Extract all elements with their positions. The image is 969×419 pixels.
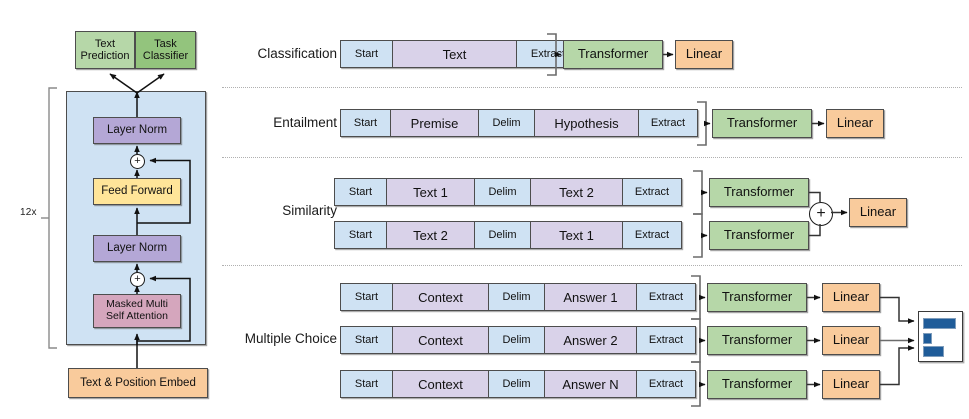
feed-forward-label: Feed Forward: [101, 185, 173, 198]
task-classifier-head: Task Classifier: [135, 31, 196, 69]
linear-entailment: Linear: [826, 109, 884, 138]
token-extract: Extract: [637, 327, 695, 353]
token-start: Start: [335, 179, 387, 205]
token-delim: Delim: [475, 179, 531, 205]
task-label-multiple-choice: Multiple Choice: [244, 331, 337, 346]
masked-self-attn-label: Masked Multi Self Attention: [106, 298, 168, 322]
text-prediction-head: Text Prediction: [75, 31, 135, 69]
linear-mc-1: Linear: [822, 283, 880, 312]
token-start: Start: [341, 327, 393, 353]
token-answer-1: Answer 1: [545, 284, 637, 310]
mc-score-bar-3: [923, 346, 944, 357]
linear-label: Linear: [859, 204, 897, 220]
text-position-embed: Text & Position Embed: [68, 368, 208, 398]
linear-label: Linear: [832, 376, 870, 392]
transformer-label: Transformer: [721, 289, 793, 305]
transformer-label: Transformer: [723, 227, 795, 243]
transformer-label: Transformer: [726, 115, 798, 131]
token-delim: Delim: [489, 284, 545, 310]
residual-plus-symbol-top: +: [134, 155, 141, 167]
token-premise: Premise: [391, 110, 479, 136]
token-extract: Extract: [639, 110, 697, 136]
token-context: Context: [393, 284, 489, 310]
task-label-entailment: Entailment: [273, 115, 337, 130]
token-start: Start: [335, 222, 387, 248]
residual-add-top: +: [130, 154, 145, 169]
transformer-label: Transformer: [721, 332, 793, 348]
transformer-mc-2: Transformer: [707, 326, 807, 355]
repeat-count-label: 12x: [20, 207, 37, 218]
token-start: Start: [341, 110, 391, 136]
transformer-similarity-1: Transformer: [709, 178, 809, 207]
mc-output-score-chart: [918, 311, 963, 362]
linear-label: Linear: [836, 115, 874, 131]
token-text-1: Text 1: [387, 179, 475, 205]
transformer-label: Transformer: [721, 376, 793, 392]
mc-score-bar-2: [923, 333, 932, 344]
linear-mc-3: Linear: [822, 370, 880, 399]
token-hypothesis: Hypothesis: [535, 110, 639, 136]
layer-norm-bottom-label: Layer Norm: [106, 242, 168, 255]
text-position-embed-label: Text & Position Embed: [80, 376, 196, 389]
linear-mc-2: Linear: [822, 326, 880, 355]
linear-label: Linear: [832, 332, 870, 348]
task-label-classification: Classification: [257, 46, 337, 61]
separator-2: [222, 157, 962, 158]
token-delim: Delim: [475, 222, 531, 248]
residual-add-bottom: +: [130, 272, 145, 287]
separator-3: [222, 265, 962, 266]
layer-norm-bottom: Layer Norm: [93, 235, 181, 262]
text-prediction-label: Text Prediction: [80, 37, 130, 62]
token-delim: Delim: [489, 371, 545, 397]
transformer-mc-1: Transformer: [707, 283, 807, 312]
token-text-2: Text 2: [531, 179, 623, 205]
token-extract: Extract: [637, 284, 695, 310]
task-label-similarity: Similarity: [282, 203, 337, 218]
transformer-similarity-2: Transformer: [709, 221, 809, 250]
token-context: Context: [393, 327, 489, 353]
plus-symbol: +: [816, 205, 826, 222]
task-classifier-label: Task Classifier: [142, 37, 189, 62]
linear-label: Linear: [685, 46, 723, 62]
transformer-classification: Transformer: [563, 40, 663, 69]
layer-norm-top: Layer Norm: [93, 117, 181, 144]
mc-score-bar-1: [923, 318, 956, 329]
token-extract: Extract: [623, 179, 681, 205]
separator-1: [222, 87, 962, 88]
transformer-entailment: Transformer: [712, 109, 812, 138]
masked-self-attn: Masked Multi Self Attention: [93, 294, 181, 328]
linear-classification: Linear: [675, 40, 733, 69]
linear-label: Linear: [832, 289, 870, 305]
token-context: Context: [393, 371, 489, 397]
token-extract: Extract: [637, 371, 695, 397]
token-text: Text: [393, 41, 517, 67]
token-delim: Delim: [479, 110, 535, 136]
token-text-1: Text 1: [531, 222, 623, 248]
residual-plus-symbol-bottom: +: [134, 273, 141, 285]
token-delim: Delim: [489, 327, 545, 353]
token-extract: Extract: [623, 222, 681, 248]
feed-forward: Feed Forward: [93, 178, 181, 205]
similarity-sum-node: +: [809, 202, 833, 226]
transformer-mc-3: Transformer: [707, 370, 807, 399]
token-answer-2: Answer 2: [545, 327, 637, 353]
linear-similarity: Linear: [849, 198, 907, 227]
token-text-2: Text 2: [387, 222, 475, 248]
transformer-label: Transformer: [577, 46, 649, 62]
layer-norm-top-label: Layer Norm: [106, 124, 168, 137]
token-start: Start: [341, 41, 393, 67]
token-start: Start: [341, 284, 393, 310]
token-answer-n: Answer N: [545, 371, 637, 397]
token-start: Start: [341, 371, 393, 397]
transformer-label: Transformer: [723, 184, 795, 200]
